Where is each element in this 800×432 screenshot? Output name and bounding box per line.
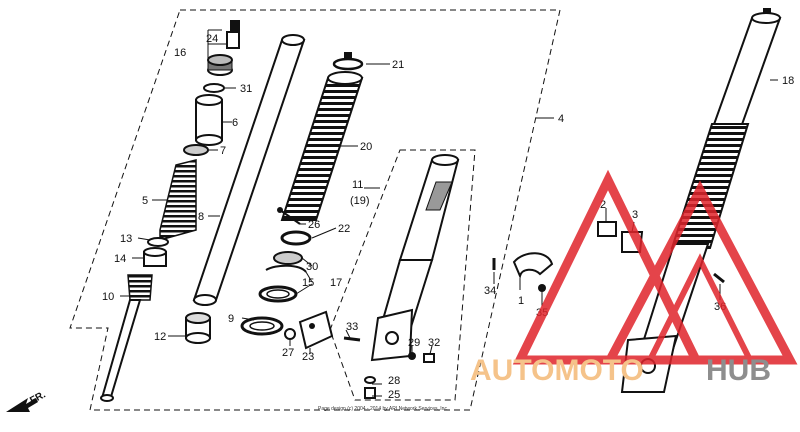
part-17-oil-seal[interactable] (258, 285, 298, 303)
part-22-seal-ring[interactable] (280, 230, 312, 246)
part-8-fork-tube[interactable] (192, 34, 306, 306)
part-25-socket-bolt[interactable] (364, 387, 376, 399)
callout-14[interactable]: 14 (114, 253, 126, 265)
callout-19[interactable]: (19) (350, 195, 370, 207)
part-28-gasket[interactable] (364, 376, 376, 384)
callout-21[interactable]: 21 (392, 59, 404, 71)
slider-group-outline (329, 149, 476, 401)
part-6-spacer[interactable] (195, 94, 223, 146)
part-20-dust-boot[interactable] (280, 71, 364, 221)
watermark-logo (512, 169, 798, 365)
part-11-fork-slider[interactable] (370, 154, 460, 362)
callout-1[interactable]: 1 (518, 295, 524, 307)
callout-7[interactable]: 7 (220, 145, 226, 157)
callout-24[interactable]: 24 (206, 33, 218, 45)
callout-25[interactable]: 25 (388, 389, 400, 401)
callout-22[interactable]: 22 (338, 223, 350, 235)
callout-33[interactable]: 33 (346, 321, 358, 333)
part-10-damper-rod[interactable] (100, 274, 153, 402)
callout-5[interactable]: 5 (142, 195, 148, 207)
callout-26[interactable]: 26 (308, 219, 320, 231)
callout-16[interactable]: 16 (174, 47, 186, 59)
part-33-bolt[interactable] (343, 336, 361, 342)
part-32-screw[interactable] (423, 353, 435, 363)
leader-lines (120, 29, 778, 397)
part-7-seat[interactable] (183, 144, 209, 156)
callout-4[interactable]: 4 (558, 113, 564, 125)
callout-11[interactable]: 11 (352, 179, 363, 191)
part-24-bolt[interactable] (226, 20, 240, 49)
part-1-holder[interactable] (512, 252, 554, 280)
callout-30[interactable]: 30 (306, 261, 318, 273)
front-direction-indicator: FR. (6, 389, 48, 412)
callout-18[interactable]: 18 (782, 75, 794, 87)
arrow-left-icon (6, 398, 38, 412)
assembly-outline (69, 9, 561, 411)
part-2-bracket[interactable] (597, 221, 617, 237)
part-14-piston[interactable] (143, 247, 167, 267)
part-9-back-up-ring[interactable] (240, 316, 284, 336)
part-15-stopper-ring[interactable] (265, 264, 307, 273)
callout-10[interactable]: 10 (102, 291, 114, 303)
watermark-text-right: HUB (706, 354, 771, 387)
part-18-fork-assembly[interactable] (620, 8, 782, 393)
callout-23[interactable]: 23 (302, 351, 314, 363)
callout-29[interactable]: 29 (408, 337, 420, 349)
callout-8[interactable]: 8 (198, 211, 204, 223)
callout-32[interactable]: 32 (428, 337, 440, 349)
part-31-o-ring[interactable] (203, 83, 225, 93)
part-26-clip[interactable] (277, 207, 301, 225)
callout-34[interactable]: 34 (484, 285, 496, 297)
callout-6[interactable]: 6 (232, 117, 238, 129)
callout-15[interactable]: 15 (302, 277, 314, 289)
part-5-spring[interactable] (159, 159, 197, 241)
part-30-washer[interactable] (273, 251, 303, 265)
callout-12[interactable]: 12 (154, 331, 166, 343)
callout-27[interactable]: 27 (282, 347, 294, 359)
callout-3[interactable]: 3 (632, 209, 638, 221)
part-35-nut[interactable] (538, 284, 546, 292)
callout-13[interactable]: 13 (120, 233, 132, 245)
part-16-cap[interactable] (207, 54, 233, 76)
copyright-footer: Page design (c) 2004 - 2014 by ARI Netwo… (318, 406, 448, 412)
direction-label: FR. (28, 389, 48, 406)
part-27-washer[interactable] (284, 328, 296, 340)
callout-17[interactable]: 17 (330, 277, 342, 289)
part-36-bolt[interactable] (713, 272, 725, 284)
part-23-axle-holder[interactable] (298, 310, 334, 350)
part-21-band[interactable] (332, 52, 364, 71)
part-13-ring[interactable] (147, 237, 169, 247)
part-12-bushing[interactable] (185, 312, 211, 344)
callout-31[interactable]: 31 (240, 83, 252, 95)
callout-28[interactable]: 28 (388, 375, 400, 387)
callout-20[interactable]: 20 (360, 141, 372, 153)
watermark-text-left: AUTOMOTO (470, 354, 644, 387)
callout-2[interactable]: 2 (600, 199, 606, 211)
callout-9[interactable]: 9 (228, 313, 234, 325)
